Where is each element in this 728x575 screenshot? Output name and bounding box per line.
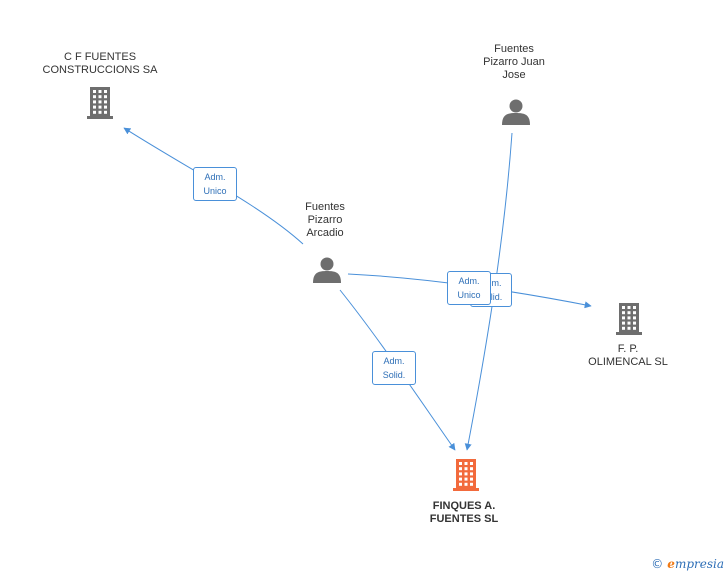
edge-label-arcadio-finques: Adm. Solid. xyxy=(372,351,416,385)
node-label-cf: C F FUENTES CONSTRUCCIONS SA xyxy=(42,51,158,76)
node-label-finques: FINQUES A. FUENTES SL xyxy=(429,500,499,525)
node-label-juan: Fuentes Pizarro Juan Jose xyxy=(483,43,545,81)
copyright-symbol: © xyxy=(651,557,664,571)
brand-name: mpresia xyxy=(674,557,724,571)
building-icon-cf xyxy=(87,87,113,119)
node-label-fp: F. P. OLIMENCAL SL xyxy=(588,343,668,368)
node-label-arcadio: Fuentes Pizarro Arcadio xyxy=(305,201,345,239)
edge-label-cf: Adm. Unico xyxy=(193,167,237,201)
brand-initial: e xyxy=(667,557,675,571)
building-icon-finques xyxy=(453,459,479,491)
person-icon-juan xyxy=(502,99,530,125)
person-icon-arcadio xyxy=(313,257,341,283)
edge-label-fp: Adm. Unico xyxy=(447,271,491,305)
brand-logo: ©empresia xyxy=(651,557,724,571)
building-icon-fp xyxy=(616,303,642,335)
